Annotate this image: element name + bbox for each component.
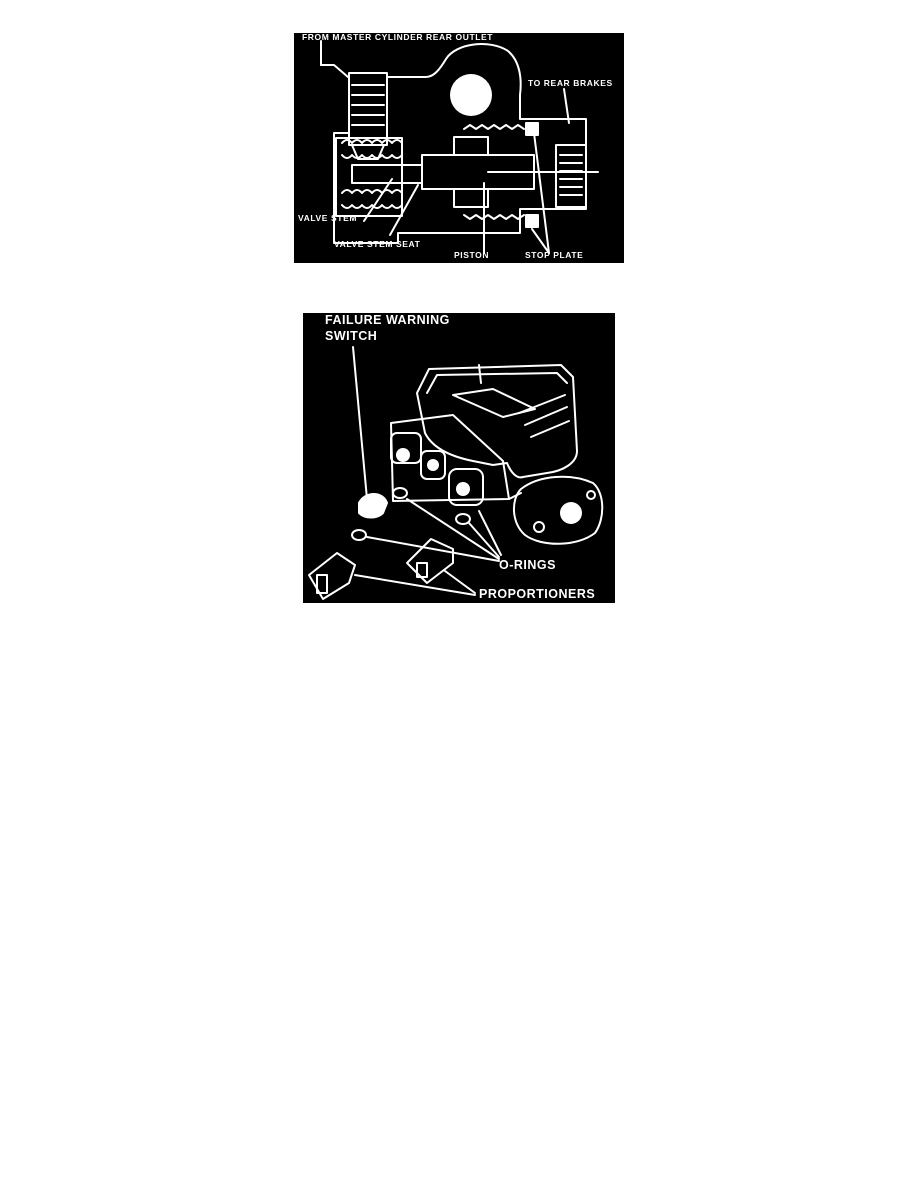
label-piston: PISTON — [454, 250, 490, 260]
label-valve-stem: VALVE STEM — [298, 213, 358, 223]
label-proportioners: PROPORTIONERS — [479, 587, 596, 601]
valve-body-outline — [333, 43, 587, 244]
label-valve-stem-seat: VALVE STEM SEAT — [334, 239, 421, 249]
spring-chamber-shape — [335, 137, 403, 217]
o-ring-1 — [392, 487, 408, 499]
mounting-flange-shape — [513, 475, 604, 545]
label-switch: SWITCH — [325, 329, 378, 343]
proportioner-section-diagram: FROM MASTER CYLINDER REAR OUTLET TO REAR… — [294, 33, 624, 263]
label-stop-plate: STOP PLATE — [525, 250, 584, 260]
upper-threads-shape — [463, 124, 525, 130]
master-cylinder-exploded-diagram: FAILURE WARNING SWITCH O-RINGS PROPORTIO… — [303, 313, 615, 603]
spring-bottom-shape — [341, 189, 403, 194]
proportioner-section-drawing — [320, 40, 599, 254]
reservoir-shape — [416, 364, 578, 479]
label-o-rings: O-RINGS — [499, 558, 556, 572]
label-from-master-cylinder: FROM MASTER CYLINDER REAR OUTLET — [302, 33, 494, 42]
master-cylinder-drawing — [308, 346, 604, 600]
cylinder-body-shape — [390, 414, 510, 502]
port-boss-front — [448, 468, 484, 506]
rear-outlet-fitting — [555, 144, 587, 208]
stop-plate-upper — [525, 122, 539, 136]
spring-top-shape — [341, 139, 403, 144]
lower-threads-shape — [463, 214, 525, 220]
label-failure-warning: FAILURE WARNING — [325, 313, 450, 327]
mounting-hole-shape — [450, 74, 492, 116]
o-ring-3 — [455, 513, 471, 525]
port-boss-middle — [420, 450, 446, 480]
failure-switch-shape — [358, 493, 388, 519]
port-boss-left — [390, 432, 422, 464]
outlet-fitting-shape — [348, 72, 388, 146]
outlet-nut-shape — [351, 144, 385, 160]
stop-plate-lower — [525, 214, 539, 228]
o-ring-2 — [351, 529, 367, 541]
valve-stem-shape — [351, 164, 423, 184]
label-to-rear-brakes: TO REAR BRAKES — [528, 78, 613, 88]
proportioner-right-shape — [406, 538, 454, 584]
proportioner-left-shape — [308, 552, 356, 600]
